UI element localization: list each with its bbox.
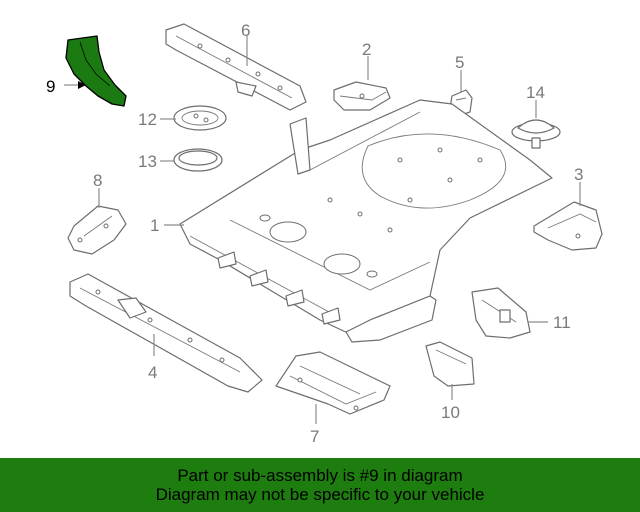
parts-diagram: 9 6 2 5 14 12 13 3 8 1 4 11 10 7 <box>46 21 603 446</box>
part-8[interactable] <box>67 205 127 255</box>
part-12[interactable] <box>173 105 227 131</box>
callout-2[interactable]: 2 <box>362 40 371 59</box>
banner-line-2: Diagram may not be specific to your vehi… <box>155 485 485 504</box>
part-6[interactable] <box>165 23 307 111</box>
callout-14[interactable]: 14 <box>526 83 545 102</box>
callout-3[interactable]: 3 <box>574 165 583 184</box>
callout-7[interactable]: 7 <box>310 427 319 446</box>
callout-8[interactable]: 8 <box>93 171 102 190</box>
part-14[interactable] <box>511 119 561 149</box>
part-13[interactable] <box>173 148 223 172</box>
callout-11[interactable]: 11 <box>553 313 571 332</box>
callout-6[interactable]: 6 <box>241 21 250 40</box>
callout-10[interactable]: 10 <box>441 403 460 422</box>
callout-5[interactable]: 5 <box>455 53 464 72</box>
part-9-highlighted[interactable] <box>65 35 127 107</box>
part-4[interactable] <box>69 273 263 393</box>
callout-1[interactable]: 1 <box>150 216 159 235</box>
info-banner: Part or sub-assembly is #9 in diagram Di… <box>0 458 640 512</box>
part-11[interactable] <box>471 287 531 339</box>
part-1[interactable] <box>179 99 553 343</box>
callout-labels: 9 6 2 5 14 12 13 3 8 1 4 11 10 7 <box>46 21 583 446</box>
callout-12[interactable]: 12 <box>138 110 157 129</box>
part-7[interactable] <box>275 351 391 415</box>
part-2[interactable] <box>333 81 391 111</box>
leader-lines <box>64 36 581 424</box>
callout-9[interactable]: 9 <box>46 77 55 96</box>
callout-4[interactable]: 4 <box>148 363 157 382</box>
part-3[interactable] <box>533 201 603 251</box>
banner-line-1: Part or sub-assembly is #9 in diagram <box>177 466 463 485</box>
part-10[interactable] <box>425 341 475 387</box>
callout-13[interactable]: 13 <box>138 152 157 171</box>
